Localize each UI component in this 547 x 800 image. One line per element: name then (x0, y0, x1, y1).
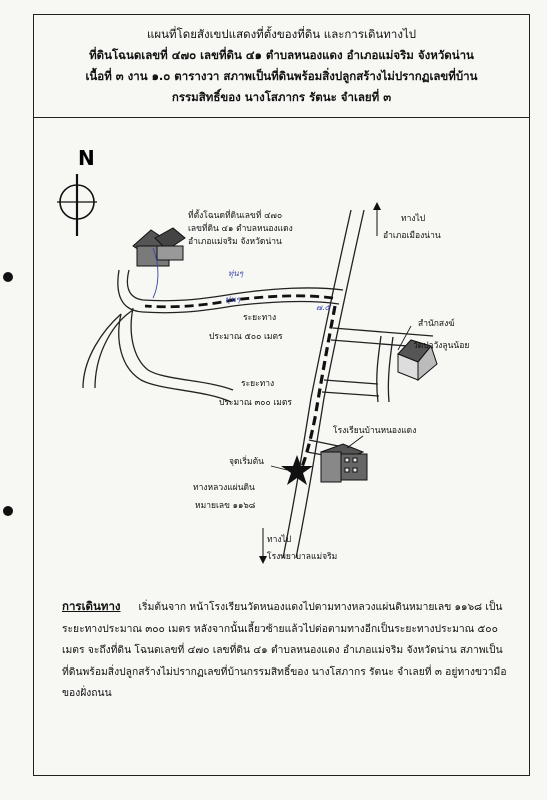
handwritten-mark-2: ทุ่นๆ (225, 295, 241, 305)
temple-label: สำนักสงฆ์ วัดปาวังลูนน้อย (413, 318, 469, 351)
distance-300-label: ระยะทาง ประมาณ ๓๐๐ เมตร (219, 379, 292, 408)
distance-500-label: ระยะทาง ประมาณ ๕๐๐ เมตร (209, 313, 283, 342)
north-label: N (78, 146, 95, 170)
page-frame (33, 14, 530, 776)
travel-description: การเดินทางเริ่มต้นจาก หน้าโรงเรียนวัดหนอ… (62, 596, 514, 705)
to-hospital-label: ทางไป โรงพยาบาลแม่จริม (267, 534, 337, 562)
parcel-label-line-3: อำเภอแม่จริม จังหวัดน่าน (188, 237, 282, 247)
sketch-map: N (57, 146, 469, 564)
distance-300-line-1: ระยะทาง (241, 379, 274, 389)
distance-500-line-1: ระยะทาง (243, 313, 276, 323)
school-label: โรงเรียนบ้านหนองแดง (333, 425, 416, 436)
distance-300-line-2: ประมาณ ๓๐๐ เมตร (219, 398, 292, 408)
travel-text: เริ่มต้นจาก หน้าโรงเรียนวัดหนองแดงไปตามท… (62, 601, 507, 699)
side-road (117, 269, 344, 314)
start-label: จุดเริ่มต้น (229, 455, 264, 467)
highway-road (282, 209, 365, 559)
punch-hole-bottom (3, 506, 13, 516)
header-line-1: แผนที่โดยสังเขปแสดงที่ตั้งของที่ดิน และก… (146, 26, 417, 41)
temple-building (397, 339, 438, 382)
header-line-2: ที่ดินโฉนดเลขที่ ๔๗๐ เลขที่ดิน ๔๑ ตำบลหน… (89, 47, 474, 62)
header-line-4: กรรมสิทธิ์ของ นางโสภากร รัตนะ จำเลยที่ ๓ (171, 89, 392, 104)
to-mueang-line-1: ทางไป (401, 213, 425, 224)
highway-label-line-2: หมายเลข ๑๑๖๘ (195, 501, 256, 511)
route-side-road (144, 294, 334, 309)
temple-label-line-1: สำนักสงฆ์ (418, 318, 455, 329)
header-line-3: เนื้อที่ ๓ งาน ๑.๐ ตารางวา สภาพเป็นที่ดิ… (85, 68, 478, 83)
distance-500-line-2: ประมาณ ๕๐๐ เมตร (209, 332, 283, 342)
start-point-star (281, 455, 313, 485)
travel-heading: การเดินทาง (62, 599, 121, 613)
route-highway (297, 305, 337, 475)
handwritten-mark-3: ๗.๕ (316, 303, 332, 312)
handwritten-mark-1: ทุ่นๆ (228, 269, 244, 279)
school-building (319, 443, 368, 483)
parcel-label: ที่ตั้งโฉนดที่ดินเลขที่ ๔๗๐ เลขที่ดิน ๔๑… (188, 209, 293, 247)
temple-roads (321, 327, 434, 403)
to-mueang-label: ทางไป อำเภอเมืองน่าน (383, 213, 441, 241)
to-hospital-line-1: ทางไป (267, 534, 291, 545)
arrow-to-hospital (259, 528, 267, 564)
to-mueang-line-2: อำเภอเมืองน่าน (383, 230, 441, 241)
punch-hole-top (3, 272, 13, 282)
parcel-label-line-1: ที่ตั้งโฉนดที่ดินเลขที่ ๔๗๐ (188, 209, 282, 221)
map-header: แผนที่โดยสังเขปแสดงที่ตั้งของที่ดิน และก… (33, 14, 530, 118)
to-hospital-line-2: โรงพยาบาลแม่จริม (267, 551, 337, 562)
parcel-label-line-2: เลขที่ดิน ๔๑ ตำบลหนองแดง (188, 222, 293, 234)
left-branch-road (82, 307, 234, 403)
parcel-house (132, 227, 186, 267)
temple-label-line-2: วัดปาวังลูนน้อย (413, 340, 469, 351)
highway-label-line-1: ทางหลวงแผ่นดิน (193, 483, 255, 493)
north-arrow: N (57, 146, 97, 236)
highway-label: ทางหลวงแผ่นดิน หมายเลข ๑๑๖๘ (193, 483, 256, 511)
arrow-to-mueang (373, 202, 381, 236)
